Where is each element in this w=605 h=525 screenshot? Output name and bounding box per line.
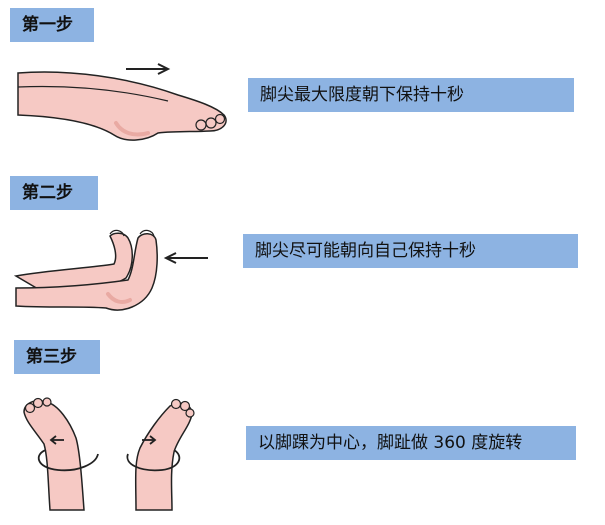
step-1-badge: 第一步 — [10, 8, 94, 42]
step-3-illustration — [18, 392, 198, 512]
feet-flexed-upward-icon — [15, 233, 158, 311]
step-3-caption: 以脚踝为中心，脚趾做 360 度旋转 — [246, 426, 576, 460]
step-3-badge: 第三步 — [14, 340, 100, 374]
step-2-caption: 脚尖尽可能朝向自己保持十秒 — [243, 234, 578, 268]
step-1-caption: 脚尖最大限度朝下保持十秒 — [248, 78, 574, 112]
rotation-arrows-icon — [37, 435, 181, 472]
left-arrow-icon — [163, 252, 208, 264]
step-2-illustration — [10, 222, 220, 317]
step-1-illustration — [8, 55, 238, 150]
foot-pointing-down-icon — [17, 71, 227, 141]
right-arrow-icon — [126, 63, 171, 75]
step-2-badge: 第二步 — [10, 176, 98, 210]
